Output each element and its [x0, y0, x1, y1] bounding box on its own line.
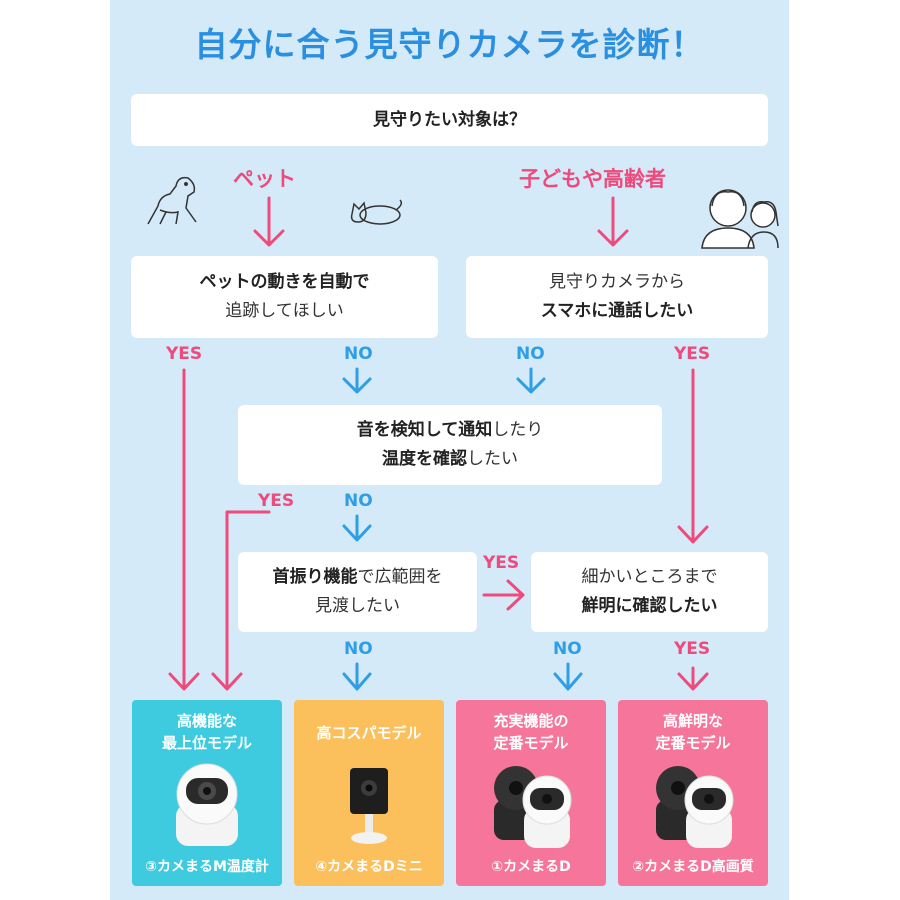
pan-line1-bold: 首振り機能 [272, 567, 358, 587]
sound-line1-rest: したり [492, 420, 544, 440]
arrow-down-icon [342, 367, 372, 394]
dual-camera-icon [656, 766, 734, 848]
label-yes: YES [166, 344, 203, 364]
question-pet-tracking: ペットの動きを自動で 追跡してほしい [131, 256, 438, 338]
arrow-down-icon [677, 368, 709, 544]
product-card-d[interactable]: 充実機能の 定番モデル ①カメまるD [456, 700, 606, 886]
label-no: NO [344, 344, 373, 364]
detail-line2: 鮮明に確認したい [581, 596, 718, 616]
product-title-line2: 定番モデル [655, 734, 731, 752]
arrow-down-icon [597, 196, 629, 247]
label-no: NO [344, 639, 373, 659]
product-name: ③カメまるM温度計 [145, 859, 269, 875]
pan-tilt-camera-icon [176, 763, 238, 846]
label-yes: YES [258, 491, 295, 511]
product-name: ①カメまるD [491, 859, 571, 875]
dual-camera-icon [494, 766, 572, 848]
arrow-right-icon [482, 579, 525, 611]
sound-line1: 音を検知して通知したり [357, 416, 544, 445]
label-no: NO [553, 639, 582, 659]
arrow-down-icon [168, 368, 200, 691]
arrow-down-icon [342, 514, 372, 542]
phone-call-line1: 見守りカメラから [549, 272, 685, 292]
product-card-m-thermometer[interactable]: 高機能な 最上位モデル ③カメまるM温度計 [132, 700, 282, 886]
product-title-line2: 最上位モデル [161, 734, 252, 752]
arrow-down-icon [553, 662, 583, 691]
page-title: 自分に合う見守りカメラを診断！ [194, 25, 705, 64]
cat-icon [350, 199, 403, 225]
label-yes: YES [674, 344, 711, 364]
product-card-d-mini[interactable]: 高コスパモデル ④カメまるDミニ [294, 700, 444, 886]
product-title-line1: 高鮮明な [662, 712, 723, 730]
product-name: ④カメまるDミニ [315, 859, 423, 875]
product-name: ②カメまるD高画質 [632, 859, 754, 875]
product-title-line1: 充実機能の [493, 712, 569, 730]
question-text: 見守りたい対象は？ [373, 109, 526, 130]
arrow-down-icon [516, 367, 546, 394]
category-family: 子どもや高齢者 [519, 167, 666, 191]
product-title-line2: 定番モデル [493, 734, 569, 752]
pan-line2: 見渡したい [315, 596, 400, 616]
pet-tracking-line1: ペットの動きを自動で [199, 272, 370, 292]
product-title-line1: 高機能な [176, 712, 237, 730]
sound-line2-rest: したい [467, 449, 518, 469]
question-phone-call: 見守りカメラから スマホに通話したい [466, 256, 768, 338]
label-no: NO [344, 491, 373, 511]
dog-icon [147, 176, 197, 225]
arrow-down-icon [677, 666, 709, 691]
cube-camera-icon [350, 768, 388, 844]
label-yes: YES [674, 639, 711, 659]
detail-line1: 細かいところまで [581, 567, 718, 587]
sound-line1-bold: 音を検知して通知 [356, 420, 493, 440]
sound-line2: 温度を確認したい [382, 445, 518, 474]
pet-tracking-line2: 追跡してほしい [225, 301, 344, 321]
category-pet: ペット [233, 167, 296, 191]
pan-line1: 首振り機能で広範囲を [273, 563, 443, 592]
arrow-down-icon [253, 196, 285, 247]
arrow-down-icon [211, 510, 271, 691]
product-card-d-high-res[interactable]: 高鮮明な 定番モデル ②カメまるD高画質 [618, 700, 768, 886]
product-title-line1: 高コスパモデル [316, 724, 422, 742]
pan-line1-rest: で広範囲を [357, 567, 443, 587]
label-no: NO [516, 344, 545, 364]
phone-call-line2: スマホに通話したい [540, 301, 694, 321]
sound-line2-bold: 温度を確認 [382, 449, 467, 469]
question-box: 見守りたい対象は？ [131, 94, 768, 146]
family-icon [701, 189, 779, 249]
question-high-resolution: 細かいところまで 鮮明に確認したい [531, 552, 768, 632]
question-sound-temperature: 音を検知して通知したり 温度を確認したい [238, 405, 662, 485]
label-yes: YES [483, 553, 520, 573]
arrow-down-icon [342, 662, 372, 691]
question-pan-tilt: 首振り機能で広範囲を 見渡したい [238, 552, 477, 632]
